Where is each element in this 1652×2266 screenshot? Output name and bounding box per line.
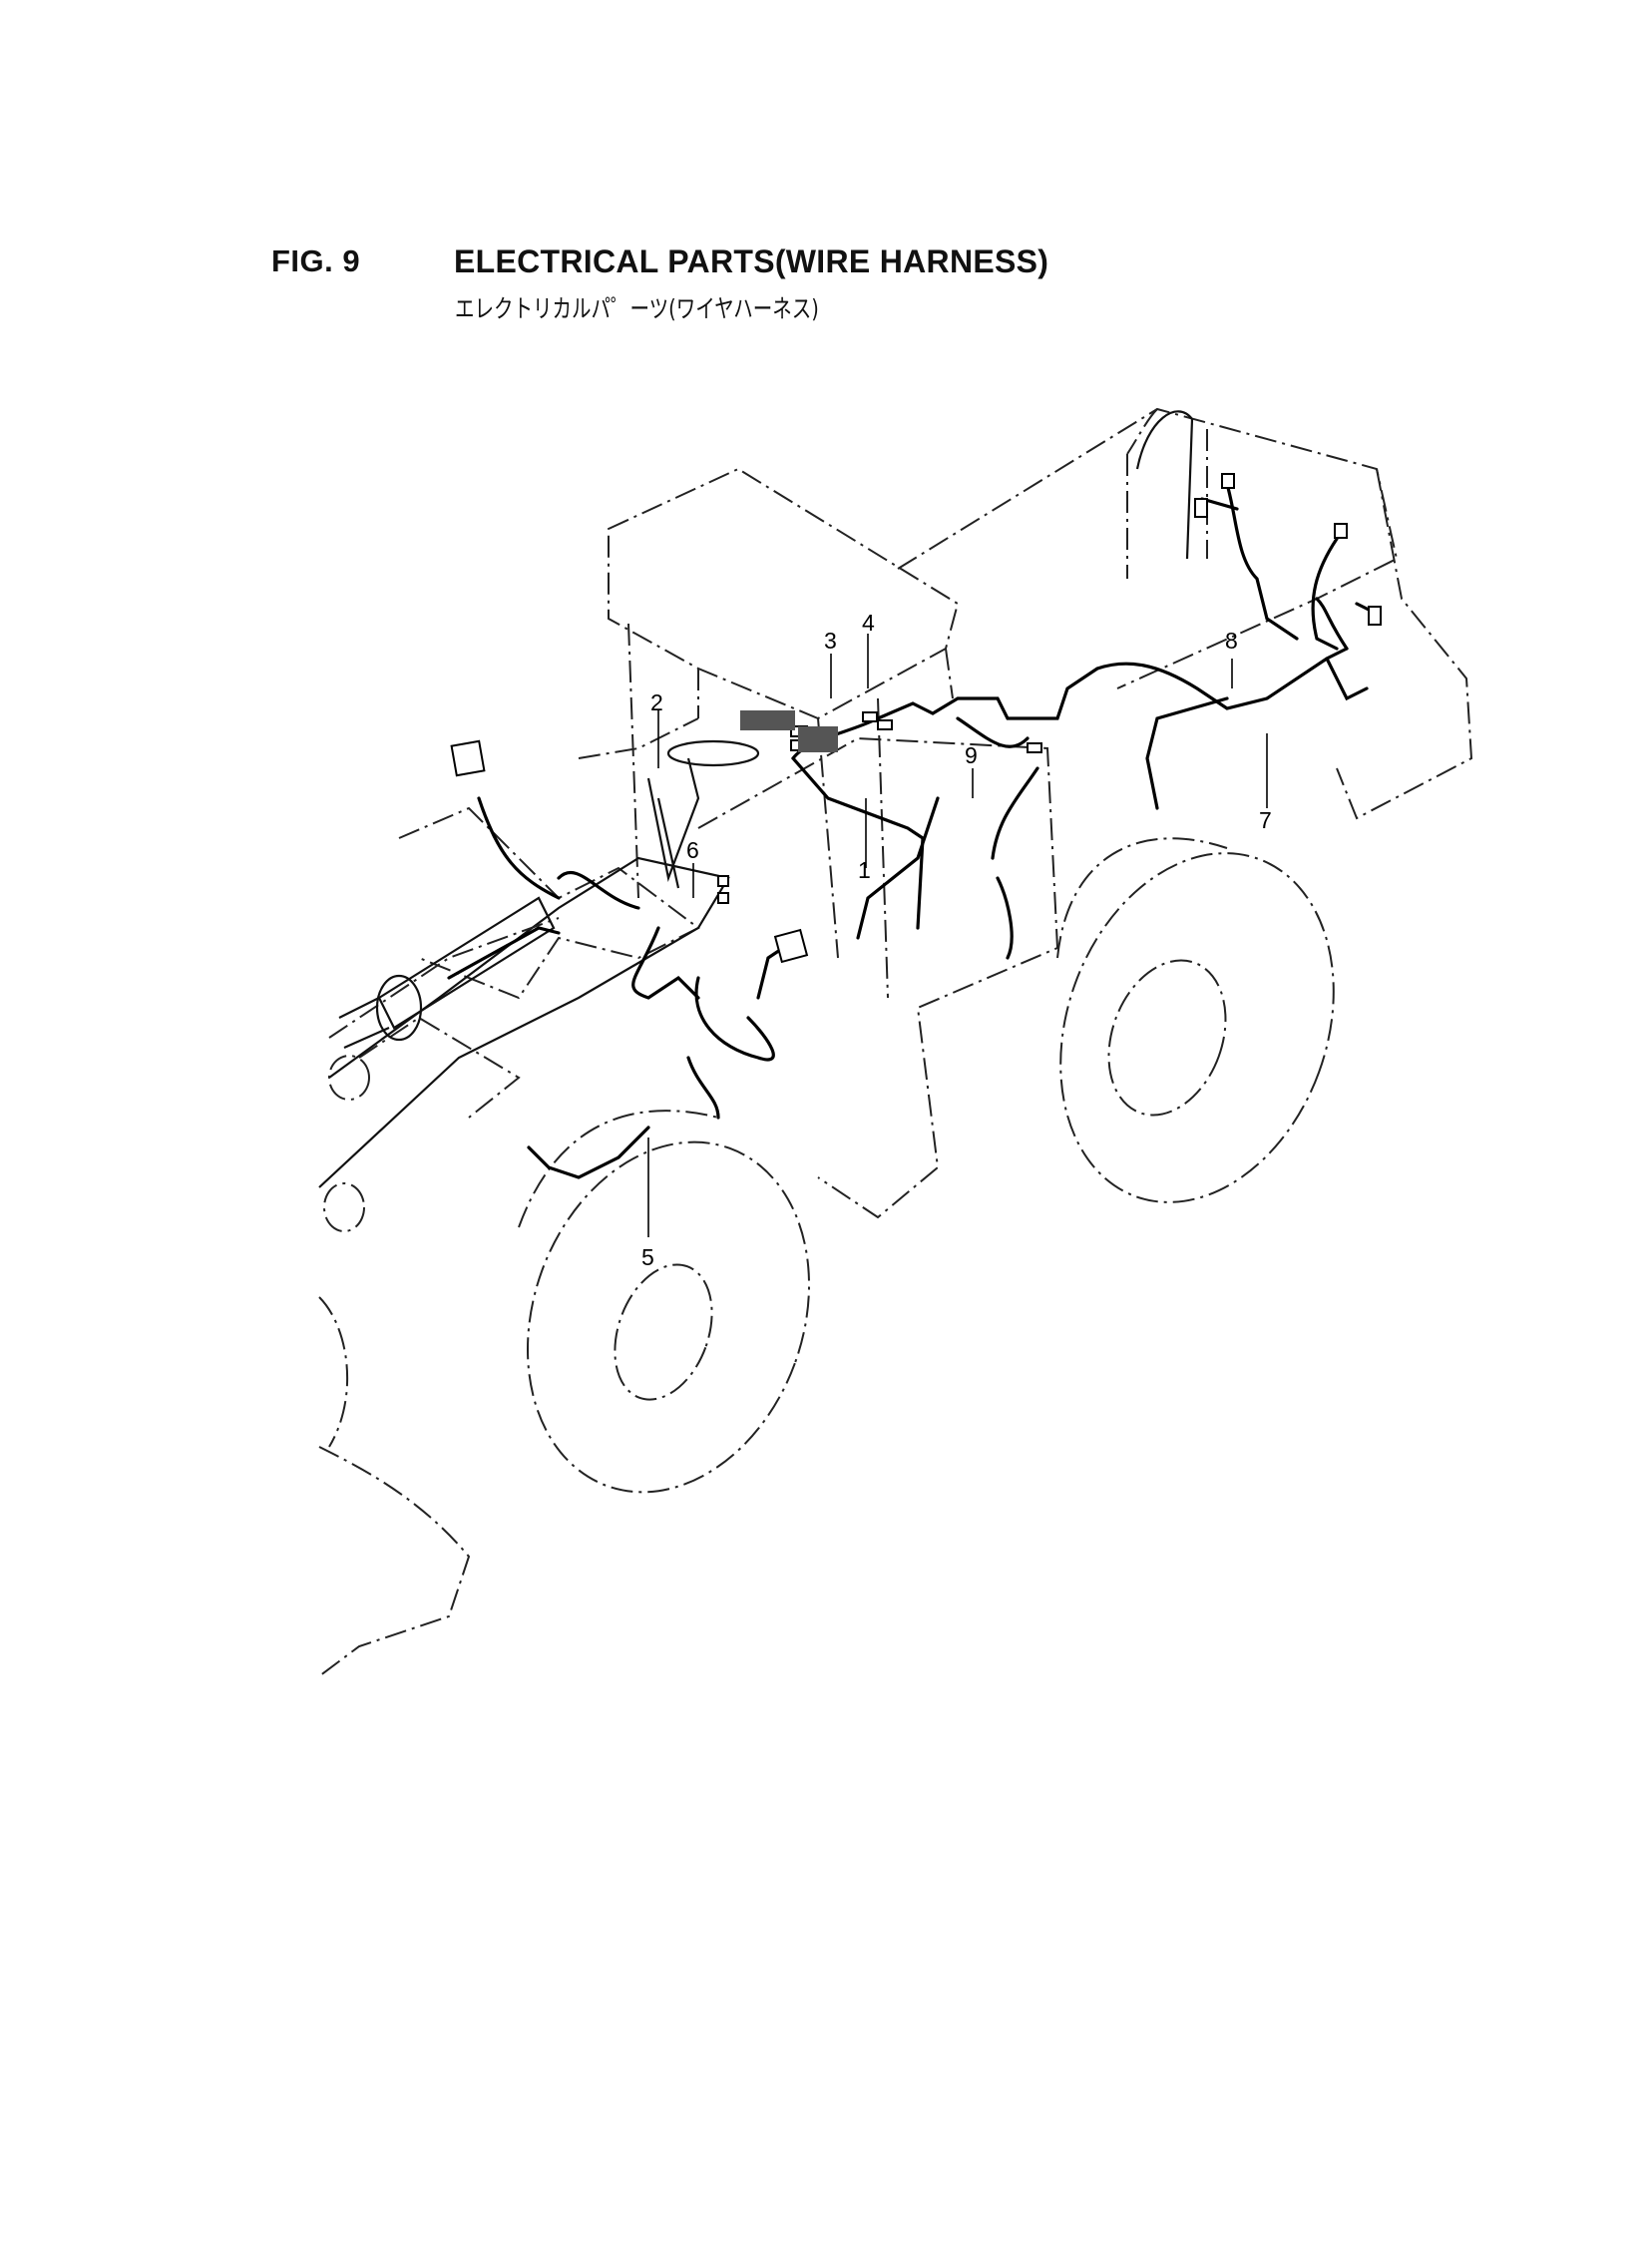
front-wheel — [518, 1110, 811, 1494]
cab-outline — [578, 467, 960, 999]
rear-body-outline — [897, 407, 1473, 820]
wire-harness-rear — [1200, 482, 1379, 651]
connectors — [450, 473, 1382, 964]
callout-numbers: 1 2 3 4 5 6 7 8 9 — [641, 610, 1272, 1270]
callout-8: 8 — [1225, 628, 1238, 654]
callout-leaders — [647, 634, 1268, 1237]
callout-9: 9 — [965, 742, 978, 768]
rear-wheel — [1056, 837, 1335, 1203]
wire-harness-front — [447, 796, 800, 1179]
figure-title: ELECTRICAL PARTS(WIRE HARNESS) — [454, 243, 1049, 279]
callout-4: 4 — [862, 610, 875, 636]
figure-number: FIG. 9 — [271, 243, 361, 278]
figure-title-japanese: エレクトリカルパ゜ーツ(ワイヤハーネス) — [455, 294, 819, 323]
steering-column — [646, 739, 760, 889]
callout-5: 5 — [641, 1244, 654, 1270]
boom-and-bucket — [318, 856, 730, 1677]
wire-harness-main — [791, 597, 1369, 960]
callout-2: 2 — [650, 689, 663, 715]
callout-1: 1 — [858, 857, 871, 883]
callout-6: 6 — [686, 837, 699, 863]
callout-7: 7 — [1259, 807, 1272, 833]
callout-3: 3 — [824, 628, 837, 654]
